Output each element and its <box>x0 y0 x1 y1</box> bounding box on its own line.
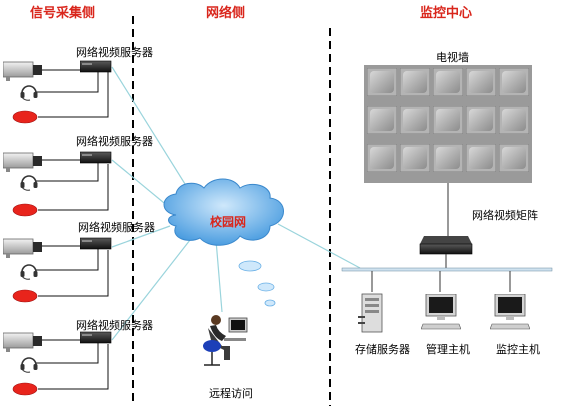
device-wiring <box>36 69 109 390</box>
bubble-icon <box>257 282 275 292</box>
video-server-icon <box>80 331 112 344</box>
alarm-icon <box>12 110 38 124</box>
headset-icon <box>19 85 39 102</box>
tv-wall-label: 电视墙 <box>436 51 469 64</box>
monitoring-host-label: 监控主机 <box>496 343 540 356</box>
video-server-label: 网络视频服务器 <box>78 221 155 234</box>
video-server-label: 网络视频服务器 <box>76 46 153 59</box>
management-host-label: 管理主机 <box>426 343 470 356</box>
bubble-icon <box>264 299 276 307</box>
video-matrix-label: 网络视频矩阵 <box>472 209 538 222</box>
alarm-icon <box>12 289 38 303</box>
alarm-icon <box>12 382 38 396</box>
video-server-icon <box>80 151 112 164</box>
camera-icon <box>3 332 43 352</box>
camera-icon <box>3 152 43 172</box>
section-title-signal: 信号采集侧 <box>30 6 96 21</box>
alarm-icon <box>12 203 38 217</box>
camera-icon <box>3 238 43 258</box>
video-server-icon <box>80 237 112 250</box>
video-server-label: 网络视频服务器 <box>76 135 153 148</box>
video-matrix-icon <box>419 236 473 255</box>
camera-icon <box>3 61 43 81</box>
remote-access-label: 远程访问 <box>209 387 253 400</box>
remote-user-icon <box>203 315 248 366</box>
campus-network-label: 校园网 <box>210 215 247 229</box>
storage-server-icon <box>358 293 383 333</box>
monitoring-host-icon <box>490 294 530 330</box>
bubble-icon <box>238 260 262 272</box>
lan-bus <box>341 267 553 272</box>
campus-network-cloud-icon <box>163 178 284 246</box>
headset-icon <box>19 175 39 192</box>
video-server-icon <box>80 60 112 73</box>
headset-icon <box>19 264 39 281</box>
tv-wall-screens <box>367 68 529 172</box>
storage-server-label: 存储服务器 <box>355 343 410 356</box>
management-host-icon <box>421 294 461 330</box>
section-title-network: 网络侧 <box>206 6 246 21</box>
section-title-monitor: 监控中心 <box>420 6 473 21</box>
video-server-label: 网络视频服务器 <box>76 319 153 332</box>
headset-icon <box>19 357 39 374</box>
